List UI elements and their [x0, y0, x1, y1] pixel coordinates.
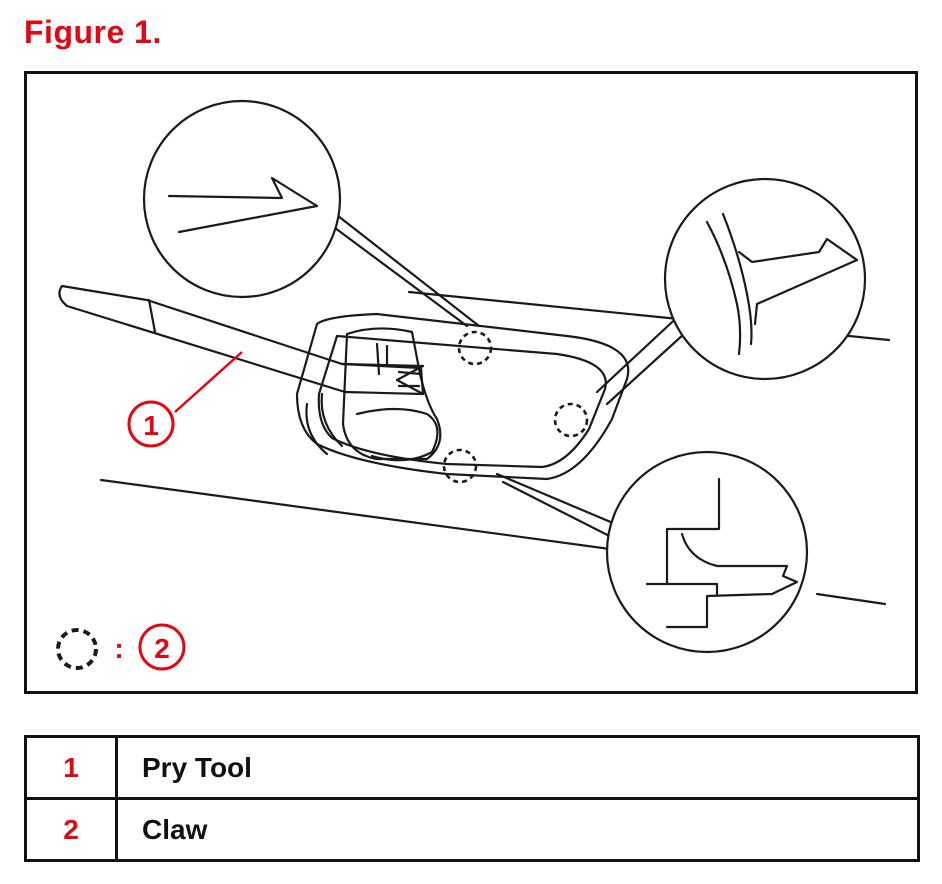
detail-circle-top	[142, 99, 342, 299]
callout-1-circle	[127, 400, 175, 448]
claw-marker-top	[457, 330, 493, 366]
figure-frame: 1 : 2	[24, 71, 918, 694]
handle-bezel-inner	[317, 334, 607, 469]
legend-separator: :	[114, 633, 123, 664]
figure-title: Figure 1.	[24, 14, 162, 50]
body-edge-lower	[99, 478, 634, 554]
legend-table: 1 Pry Tool 2 Claw	[24, 735, 920, 862]
legend-row-label: Claw	[115, 797, 920, 862]
legend-row-label: Pry Tool	[115, 735, 920, 800]
diagram-illustration: 1 : 2	[56, 99, 891, 671]
detail-bottom-claw	[645, 582, 719, 596]
detail-circle-bottom	[605, 450, 809, 654]
detail-circle-right	[663, 177, 867, 381]
leader-right-b	[605, 322, 697, 406]
detail-right-wall-b	[721, 212, 753, 346]
callout-1-number: 1	[143, 410, 159, 441]
detail-bottom-curve	[665, 532, 799, 629]
pry-tool-tip-lines	[397, 370, 423, 388]
claw-marker-right	[553, 402, 589, 438]
detail-right-claw	[737, 237, 859, 326]
leader-top	[325, 220, 469, 328]
handle-detail-line	[375, 342, 389, 376]
callout-2-number: 2	[154, 633, 170, 664]
detail-right-wall	[705, 220, 742, 356]
pry-tool-tip-notch	[395, 364, 425, 396]
leader-right	[595, 308, 687, 394]
handle-grip	[355, 407, 439, 462]
pry-tool-top-edge	[340, 362, 425, 368]
claw-marker-bottom	[442, 448, 478, 484]
legend-row: 2 Claw	[24, 797, 920, 862]
pry-tool-body	[58, 284, 425, 396]
handle-side-lines	[305, 392, 344, 456]
handle-pocket	[341, 327, 442, 461]
legend-row: 1 Pry Tool	[24, 735, 920, 800]
legend-claw-marker	[56, 628, 98, 670]
pry-tool-ridge	[147, 298, 157, 334]
detail-top-claw	[167, 176, 319, 234]
callout-2-circle	[138, 623, 186, 671]
detail-bottom-step	[665, 477, 721, 586]
legend-row-number: 1	[24, 735, 118, 800]
legend-row-number: 2	[24, 797, 118, 862]
leader-top-b	[331, 210, 481, 328]
body-edge-lower-right	[815, 592, 887, 606]
callout-1-leader	[174, 351, 243, 413]
